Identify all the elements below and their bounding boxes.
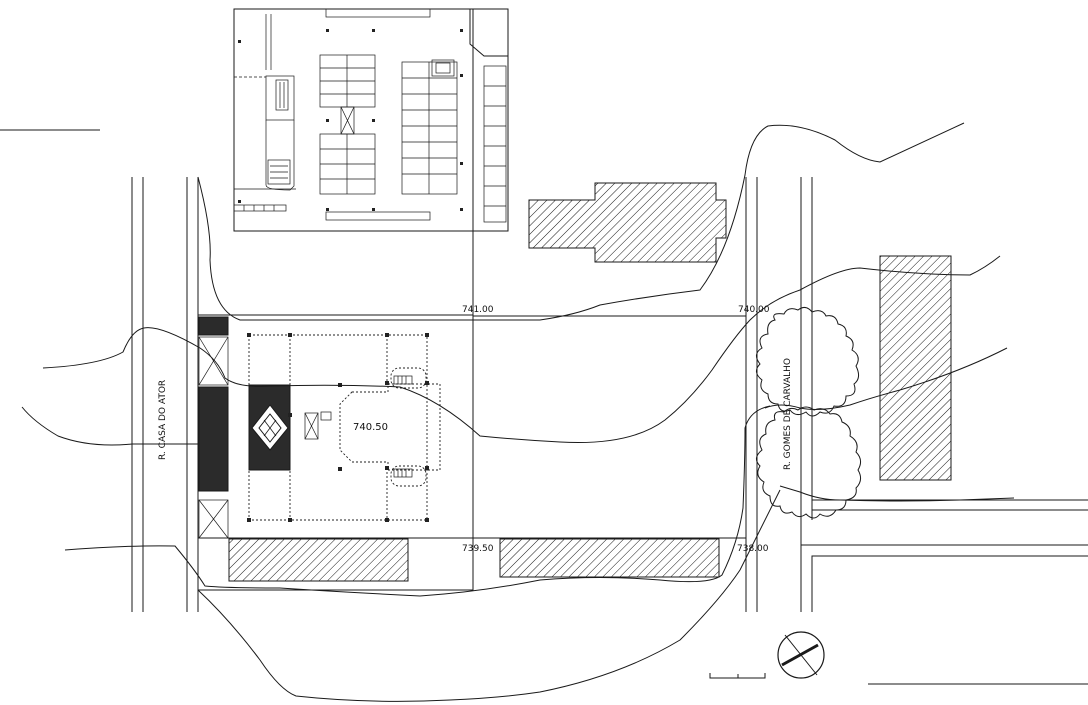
stair-diamond-icon	[251, 404, 289, 451]
neighbor-building-bottom-left	[228, 538, 409, 582]
street-label-left: R. CASA DO ATOR	[158, 380, 168, 460]
main-building-footprint	[247, 333, 441, 522]
site-entrance	[198, 316, 229, 539]
parking-floor-plan	[233, 8, 509, 232]
street-right-edges	[745, 177, 813, 612]
neighbor-building-top	[528, 182, 727, 263]
site-boundary	[197, 9, 746, 591]
elevation-label-bottom-center: 739.50	[462, 544, 494, 554]
elevation-label-bottom-right: 738.00	[737, 544, 769, 554]
elevation-label-top-center: 741.00	[462, 305, 494, 315]
north-arrow-icon	[777, 631, 825, 679]
cross-street-edges	[800, 499, 1088, 612]
neighbor-building-bottom-center	[499, 538, 720, 578]
tree-canopy-icon	[756, 306, 862, 519]
elevation-label-center: 740.50	[353, 422, 388, 433]
street-label-right: R. GOMES DE CARVALHO	[783, 358, 793, 470]
scale-bar-icon	[709, 673, 766, 679]
neighbor-building-right	[879, 255, 952, 481]
contour-lines	[21, 122, 1015, 702]
elevation-label-top-right: 740.00	[738, 305, 770, 315]
